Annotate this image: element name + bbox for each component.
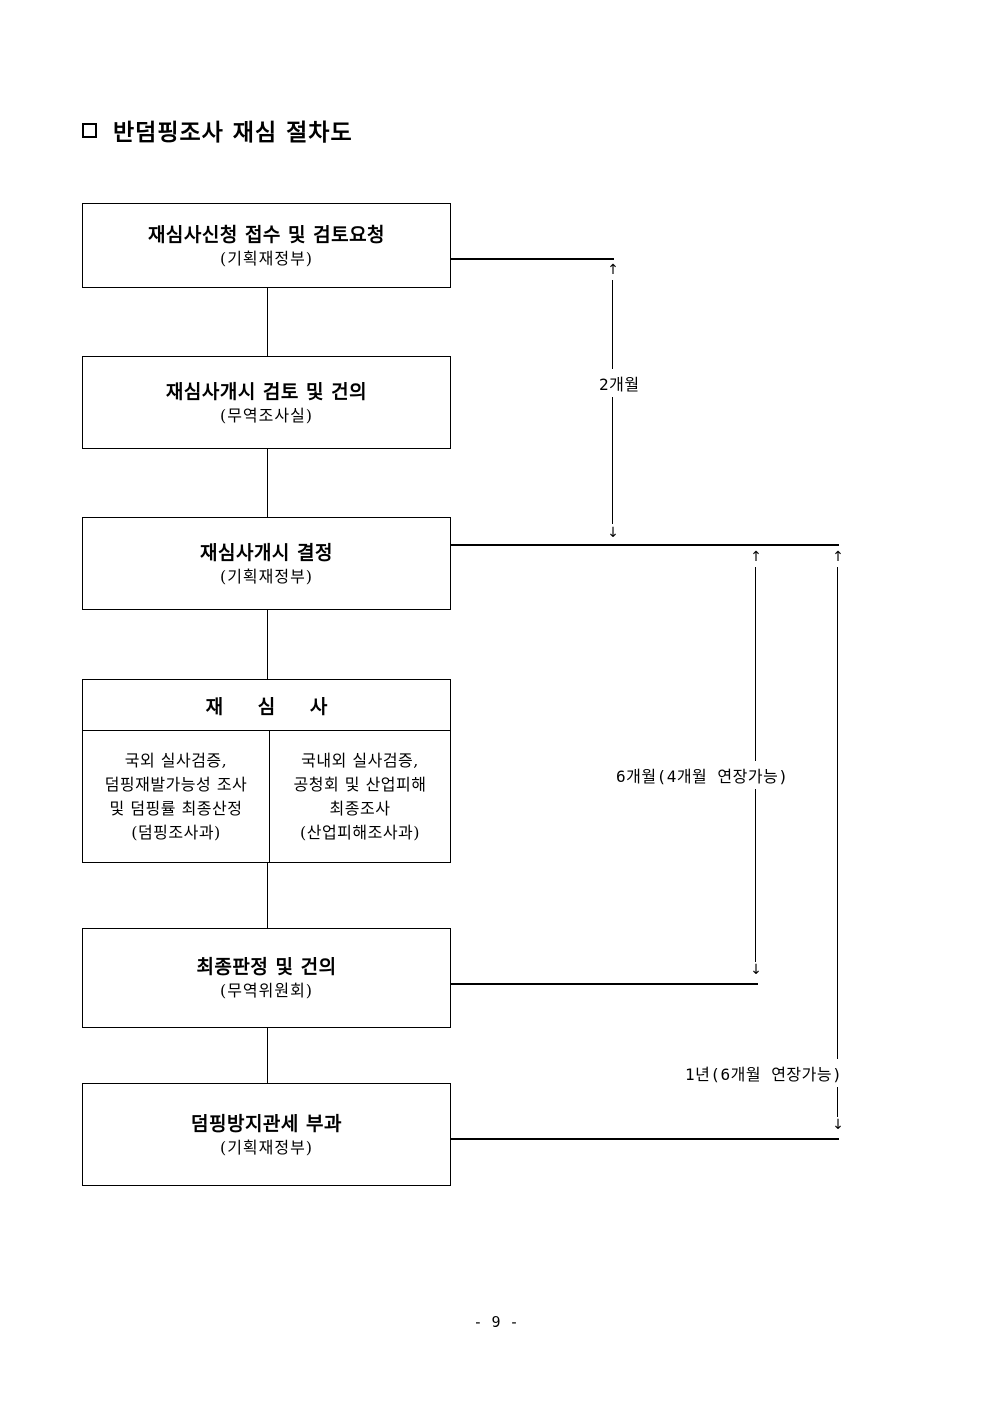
review-line: 최종조사 xyxy=(329,798,391,818)
step-box-initiation-decision: 재심사개시 결정 (기획재정부) xyxy=(82,517,451,610)
connector-line xyxy=(267,448,269,518)
review-line: 공청회 및 산업피해 xyxy=(293,774,427,794)
review-line: 국외 실사검증, xyxy=(124,750,228,770)
review-line: (덤핑조사과) xyxy=(131,822,221,842)
review-cell-domestic: 국내외 실사검증, 공청회 및 산업피해 최종조사 (산업피해조사과) xyxy=(270,731,450,862)
leader-line xyxy=(451,1138,839,1140)
step-box-application: 재심사신청 접수 및 검토요청 (기획재정부) xyxy=(82,203,451,288)
arrow-up-icon: ↑ xyxy=(607,262,619,278)
duration-label-6-months: 6개월(4개월 연장가능) xyxy=(616,761,789,789)
page-title-text: 반덤핑조사 재심 절차도 xyxy=(113,119,353,146)
connector-line xyxy=(267,862,269,929)
leader-line xyxy=(451,544,839,546)
page-title: 반덤핑조사 재심 절차도 xyxy=(82,112,353,148)
step-title: 재심사개시 검토 및 건의 xyxy=(165,380,368,403)
review-cell-foreign: 국외 실사검증, 덤핑재발가능성 조사 및 덤핑률 최종산정 (덤핑조사과) xyxy=(83,731,270,862)
step-box-review: 재 심 사 국외 실사검증, 덤핑재발가능성 조사 및 덤핑률 최종산정 (덤핑… xyxy=(82,679,451,863)
step-agency: (기획재정부) xyxy=(219,1137,314,1157)
duration-line xyxy=(837,567,839,1117)
duration-label-2-months: 2개월 xyxy=(599,369,640,397)
arrow-down-icon: ↓ xyxy=(607,525,619,541)
step-agency: (무역위원회) xyxy=(219,981,314,1000)
step-agency: (기획재정부) xyxy=(219,566,314,586)
review-line: 및 덤핑률 최종산정 xyxy=(109,798,243,818)
duration-label-1-year: 1년(6개월 연장가능) xyxy=(685,1059,843,1087)
step-agency: (무역조사실) xyxy=(219,405,314,425)
step-title: 덤핑방지관세 부과 xyxy=(191,1112,342,1135)
review-line: 국내외 실사검증, xyxy=(301,750,419,770)
step-title: 최종판정 및 건의 xyxy=(196,956,337,978)
step-box-duty-imposition: 덤핑방지관세 부과 (기획재정부) xyxy=(82,1083,451,1186)
arrow-up-icon: ↑ xyxy=(832,549,844,565)
duration-line xyxy=(612,280,614,524)
arrow-down-icon: ↓ xyxy=(750,962,762,978)
page-number: - 9 - xyxy=(473,1313,519,1331)
arrow-up-icon: ↑ xyxy=(750,549,762,565)
leader-line xyxy=(451,258,614,260)
review-line: (산업피해조사과) xyxy=(299,822,421,842)
step-box-final-determination: 최종판정 및 건의 (무역위원회) xyxy=(82,928,451,1028)
leader-line xyxy=(451,983,758,985)
step-agency: (기획재정부) xyxy=(219,248,314,268)
step-box-initiation-review: 재심사개시 검토 및 건의 (무역조사실) xyxy=(82,356,451,449)
arrow-down-icon: ↓ xyxy=(832,1117,844,1133)
connector-line xyxy=(267,1027,269,1084)
connector-line xyxy=(267,609,269,680)
review-line: 덤핑재발가능성 조사 xyxy=(104,774,248,794)
step-title: 재심사개시 결정 xyxy=(200,541,333,564)
review-header: 재 심 사 xyxy=(83,680,450,731)
step-title: 재심사신청 접수 및 검토요청 xyxy=(147,223,386,246)
connector-line xyxy=(267,287,269,357)
checkbox-icon xyxy=(82,122,97,138)
